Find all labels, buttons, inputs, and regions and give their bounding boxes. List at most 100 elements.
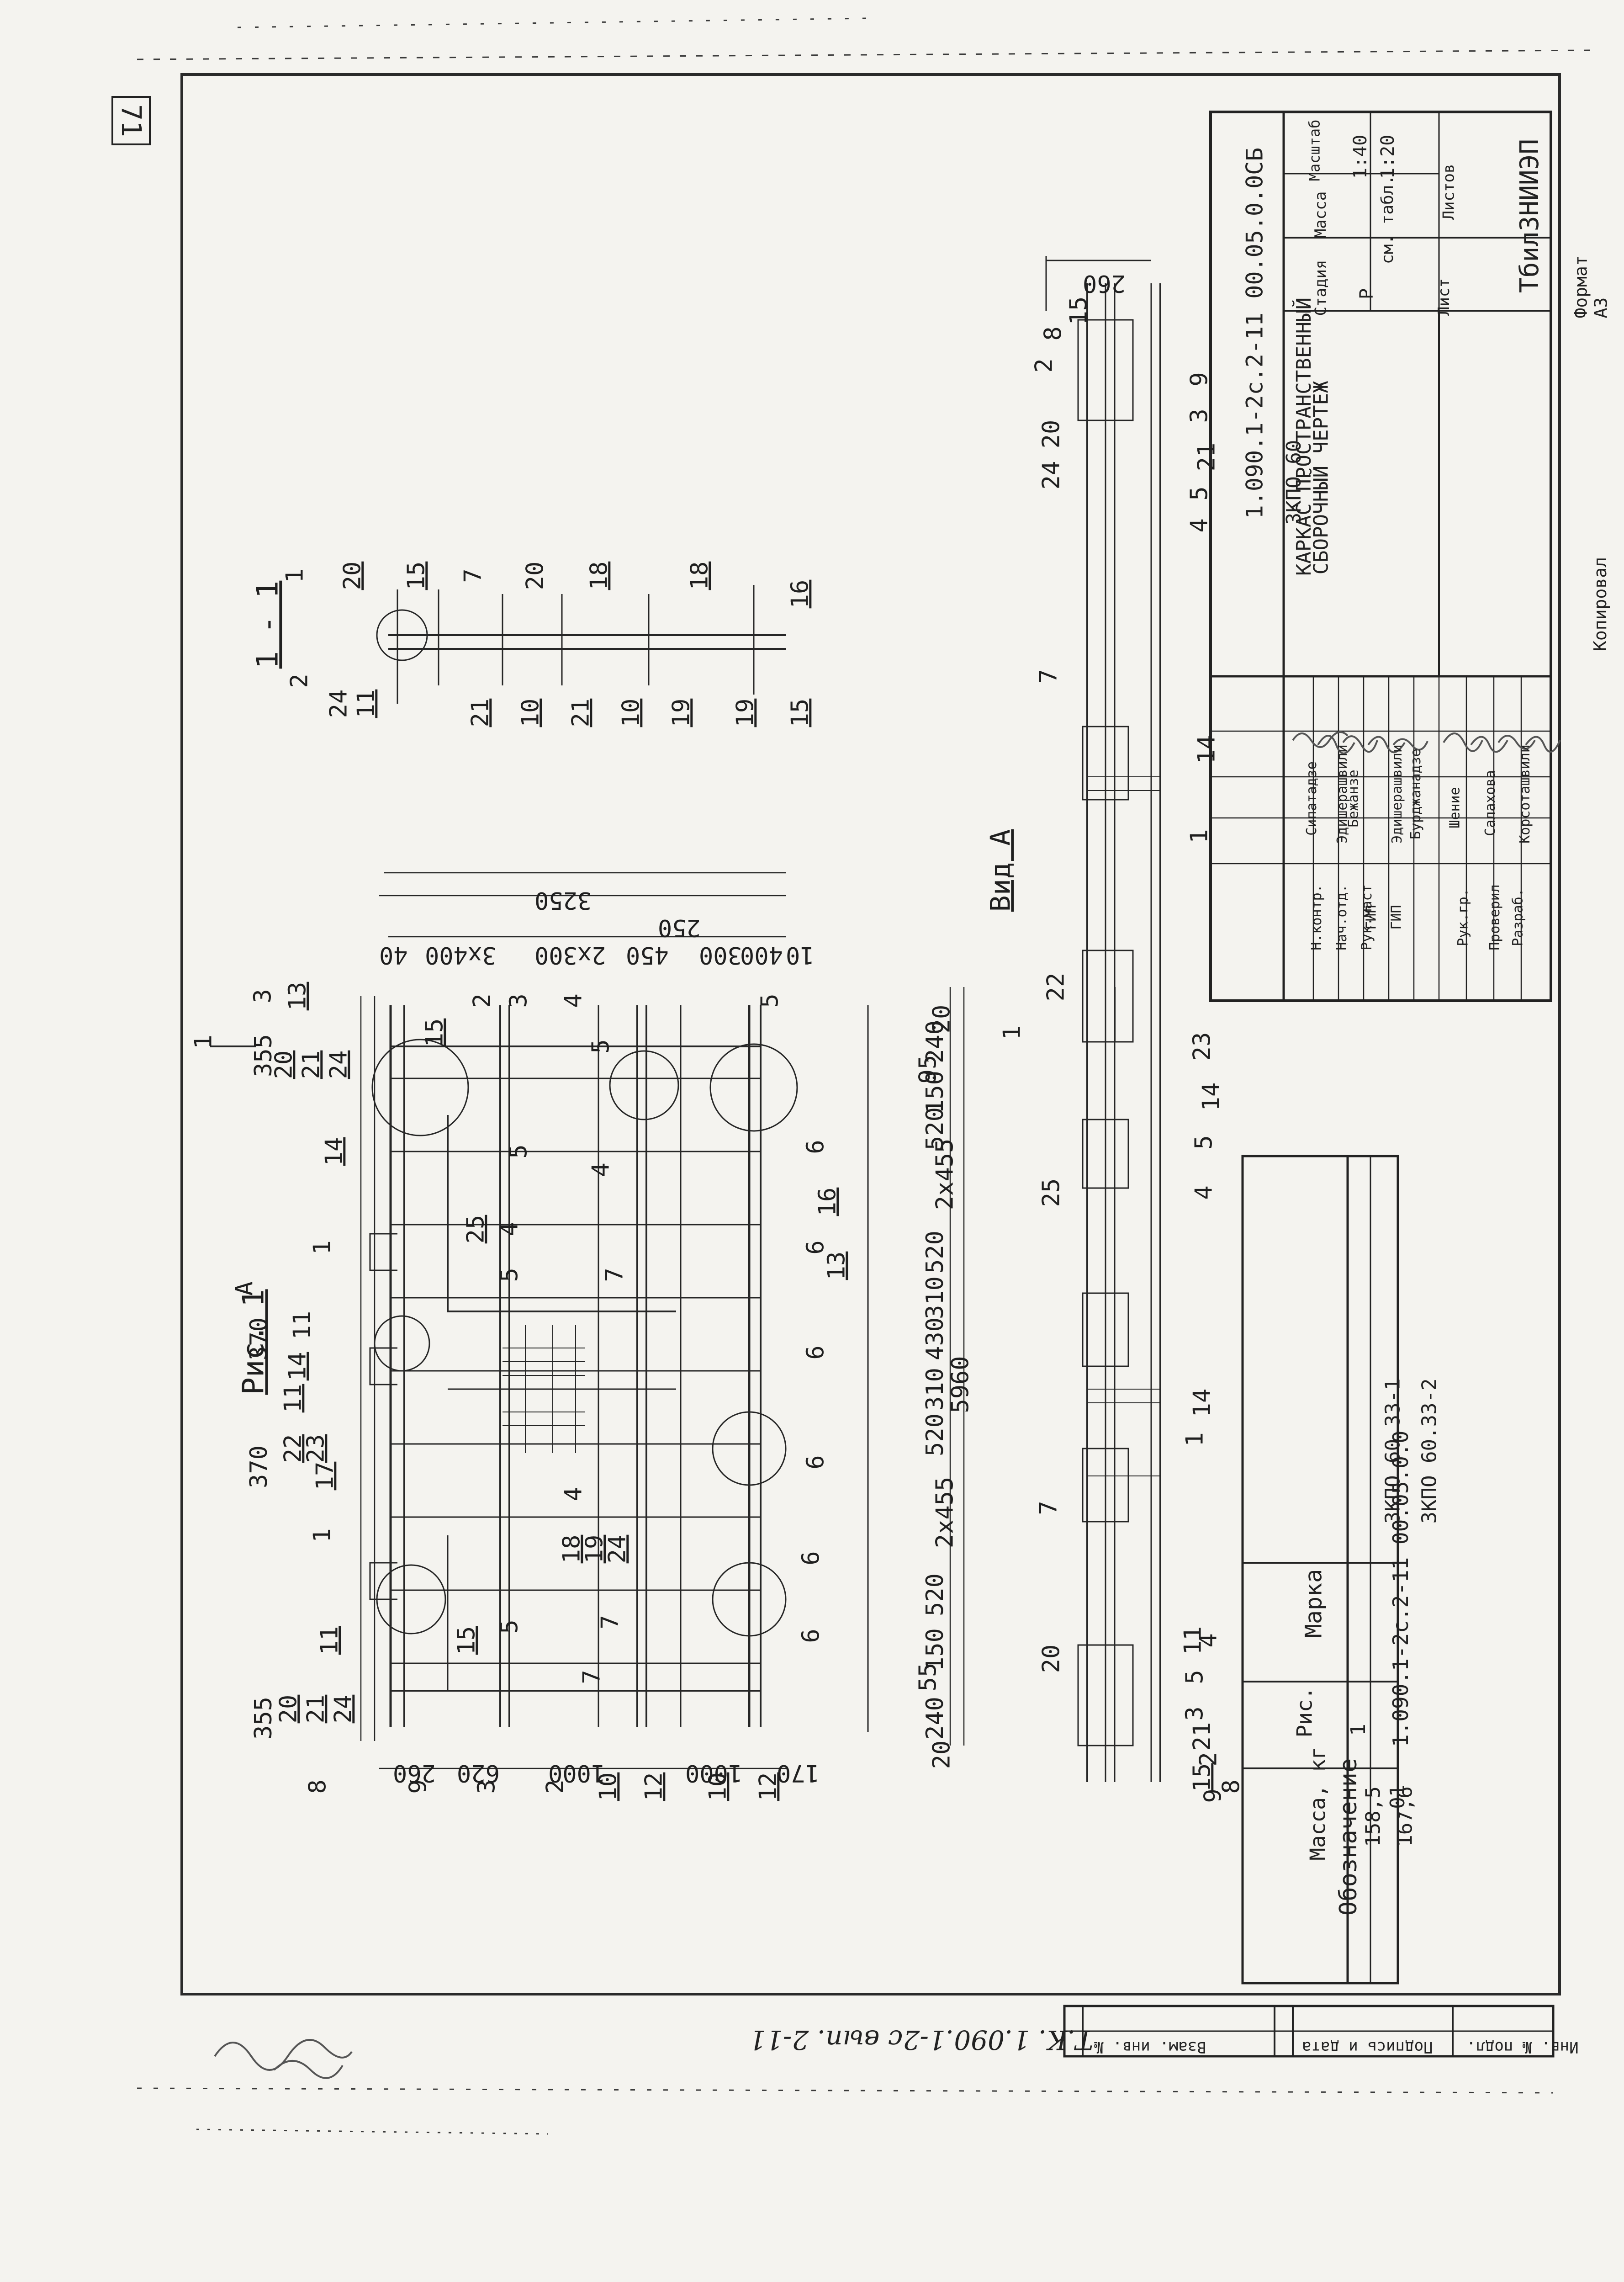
spec-row2-mark: ЗКПО 60.33-2 [1418, 1378, 1441, 1524]
callout-va-25: 8 [1039, 326, 1067, 341]
callout-main-32: 7 [601, 1268, 629, 1282]
callout-main-23: 24 [603, 1534, 631, 1564]
callout-main-48: 24 [325, 1050, 353, 1079]
callout-main-42: 3 [505, 993, 533, 1008]
callout-main-41: 2 [468, 993, 496, 1008]
callout-va-21: 7 [1035, 669, 1063, 684]
callout-main-47: 21 [297, 1050, 325, 1079]
view-arrow-label: А [231, 1281, 259, 1296]
callout-sec-9: 15 [786, 698, 814, 727]
role-1: Нач.отд. [1333, 884, 1350, 950]
callout-va-19: 1 [1185, 829, 1213, 844]
callout-sec-17: 1 [281, 568, 309, 583]
scale-label: Масштаб [1306, 119, 1323, 181]
callout-sec-6: 10 [617, 698, 645, 727]
name-6: Шение [1447, 787, 1463, 828]
bottom-chain-8: 430 [921, 1317, 949, 1360]
callout-sec-14: 7 [459, 568, 487, 583]
callout-main-14: 7 [596, 1615, 624, 1629]
callout-va-27: 4 [1185, 518, 1213, 533]
bottom-chain-5: 2x455 [931, 1476, 959, 1549]
callout-main-2: 3 [473, 1779, 501, 1794]
bottom-chain-10: 520 [921, 1231, 949, 1274]
view-a [1045, 256, 1161, 1782]
right-chain-0: 40 [379, 941, 408, 969]
margin-signature [214, 2039, 353, 2079]
right-chain-7: 10 [786, 941, 815, 969]
callout-sec-15: 15 [402, 561, 430, 590]
callout-va-14: 4 [1190, 1185, 1218, 1200]
callout-main-12: 15 [453, 1626, 481, 1655]
callout-va-30: 3 [1185, 409, 1213, 423]
callout-sec-2: 11 [352, 689, 380, 718]
callout-main-11: 11 [316, 1626, 344, 1655]
spec-row1-mark: ЗКПО 60.33-1 [1381, 1378, 1405, 1524]
callout-main-53: 5 [756, 993, 784, 1008]
callout-sec-8: 19 [731, 698, 759, 727]
series-note: Т.К. 1.090.1-2с вып. 2-11 [749, 2024, 1094, 2055]
callout-va-16: 14 [1197, 1082, 1225, 1111]
callout-main-9: 21 [302, 1694, 330, 1724]
callout-main-5: 12 [640, 1772, 668, 1801]
callout-va-28: 5 [1185, 486, 1213, 501]
title-block-signatures [1292, 731, 1561, 754]
callout-sec-10: 16 [786, 579, 814, 609]
callout-main-1: 9 [404, 1779, 432, 1794]
spec-row1-mass: 158,5 [1361, 1786, 1385, 1847]
callout-va-29: 21 [1193, 442, 1221, 472]
callout-main-36: 6 [797, 1551, 825, 1566]
view-a-title: Вид А [984, 829, 1017, 912]
main-view [210, 872, 1116, 1769]
spec-row1-fig: 1 [1346, 1724, 1370, 1736]
callout-main-50: 13 [284, 982, 312, 1011]
mass-label: Масса [1312, 191, 1330, 239]
callout-main-31: 4 [496, 1222, 524, 1237]
callout-va-12: 7 [1035, 1501, 1063, 1515]
callout-main-16: 17 [311, 1461, 339, 1491]
scale-value-1: 1:40 [1350, 134, 1371, 179]
callout-main-24: 4 [560, 1487, 587, 1502]
spec-row2-mass: 167,6 [1393, 1786, 1417, 1847]
bottom-chain-7: 310 [921, 1368, 949, 1411]
bottom-chain-0: 20 [928, 1740, 956, 1769]
callout-main-28: 14 [320, 1137, 348, 1166]
callout-sec-16: 20 [339, 561, 366, 590]
role-0: Н.контр. [1308, 884, 1325, 950]
name-2: Бежанзе [1345, 770, 1362, 828]
scan-noise [137, 17, 1590, 2135]
top-span-2: 370 [245, 1317, 273, 1360]
name-3: Эдишерашвили [1389, 744, 1405, 844]
callout-main-19: 11 [279, 1384, 307, 1413]
right-chain-1: 3x400 [425, 941, 497, 969]
sheets-label: Листов [1439, 164, 1458, 220]
callout-main-34: 16 [814, 1187, 841, 1216]
format-label: Формат А3 [1571, 255, 1611, 318]
bottom-chain-6: 520 [921, 1413, 949, 1456]
callout-main-7: 12 [754, 1772, 782, 1801]
callout-main-18: 23 [302, 1434, 330, 1463]
callout-va-22: 24 [1037, 461, 1065, 490]
stage-value: Р [1356, 288, 1378, 300]
callout-sec-0: 2 [286, 674, 313, 688]
cut-mark-top: 1 [190, 1035, 217, 1049]
callout-va-23: 20 [1037, 419, 1065, 449]
callout-main-33: 13 [823, 1251, 851, 1280]
callout-va-1: 3 [1181, 1706, 1209, 1721]
callout-va-18: 22 [1042, 972, 1070, 1002]
callout-va-15: 5 [1190, 1135, 1218, 1150]
title-block-grid [1209, 111, 1552, 1002]
product-title-line-2: ЗКПО 60 [1282, 440, 1306, 525]
callout-main-8: 20 [275, 1694, 302, 1724]
bottom-chain-1: 240 [921, 1697, 949, 1740]
callout-main-4: 10 [594, 1772, 622, 1801]
bottom-chain-9: 310 [921, 1276, 949, 1319]
name-8: Корсоташвили [1517, 744, 1533, 844]
callout-main-39: 6 [802, 1240, 830, 1255]
callout-sec-13: 20 [521, 561, 549, 590]
margin-label-0: Инв. № подл. [1466, 2038, 1579, 2056]
callout-va-24: 2 [1030, 358, 1058, 373]
callout-main-37: 6 [802, 1455, 830, 1470]
callout-sec-5: 21 [567, 698, 595, 727]
callout-main-25: 7 [578, 1670, 606, 1684]
callout-main-40: 6 [802, 1140, 830, 1154]
